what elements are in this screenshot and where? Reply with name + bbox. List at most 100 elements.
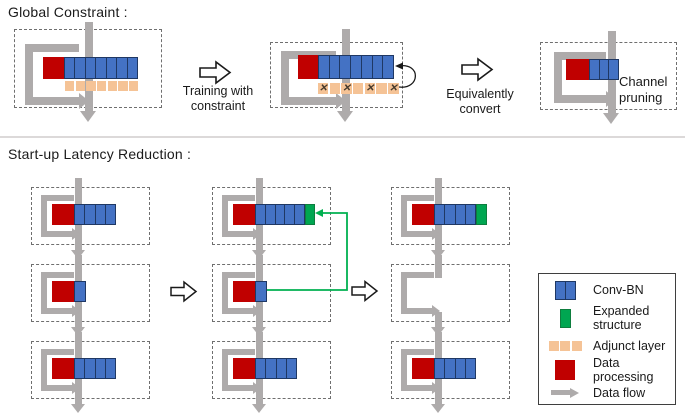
- skip-arrowhead: [432, 304, 440, 317]
- expanded-structure-block: [476, 204, 487, 225]
- latency-box-r1c3: [391, 178, 510, 259]
- gc-box-pruned: Channel pruning: [540, 31, 677, 124]
- gc-box-original: [14, 22, 162, 122]
- data-processing-block: [52, 358, 74, 379]
- hollow-arrow-convert: [461, 57, 494, 82]
- step-convert-label: Equivalently convert: [446, 87, 514, 116]
- legend-item-data-flow: Data flow: [545, 382, 675, 403]
- skip-connection: [222, 349, 255, 391]
- adjunct-layer-row: [65, 81, 139, 91]
- conv-bn-bar: [74, 358, 116, 379]
- data-processing-block: [43, 57, 64, 79]
- step-training-label: Training with constraint: [182, 84, 254, 113]
- conv-bn-bar: [434, 358, 476, 379]
- conv-bn-bar: [589, 59, 619, 80]
- conv-bn-bar: [255, 358, 297, 379]
- skip-arrowhead: [72, 227, 80, 240]
- skip-arrowhead: [72, 381, 80, 394]
- legend-label: Adjunct layer: [593, 338, 666, 353]
- conv-bn-bar: [255, 204, 305, 225]
- skip-connection: [41, 195, 74, 237]
- conv-bn-bar: [255, 281, 267, 302]
- global-constraint-title: Global Constraint :: [8, 4, 128, 20]
- skip-arrowhead: [72, 304, 80, 317]
- latency-box-r3c2: [212, 332, 331, 413]
- skip-arrowhead: [606, 91, 616, 107]
- expanded-structure-swatch: [545, 308, 585, 328]
- hollow-arrow-expand-step: [170, 280, 198, 303]
- skip-connection: [401, 195, 434, 237]
- skip-connection: [401, 272, 434, 314]
- x-mark: ✕: [319, 82, 328, 94]
- latency-box-r2c3-empty: [391, 255, 510, 336]
- data-flow-line-upper: [435, 255, 442, 278]
- latency-box-r1c2: [212, 178, 331, 259]
- skip-connection: [41, 272, 74, 314]
- data-flow-arrowhead: [431, 250, 445, 259]
- data-flow-line-lower: [435, 312, 442, 327]
- skip-arrowhead: [253, 227, 261, 240]
- data-flow-arrowhead: [71, 327, 85, 336]
- data-processing-block: [298, 55, 318, 79]
- data-flow-arrowhead: [252, 404, 266, 413]
- legend-item-expanded-structure: Expanded structure: [545, 302, 675, 334]
- skip-arrowhead: [432, 381, 440, 394]
- data-flow-arrowhead: [252, 327, 266, 336]
- data-flow-arrowhead: [71, 404, 85, 413]
- conv-bn-swatch: [545, 280, 585, 300]
- skip-arrowhead: [253, 381, 261, 394]
- legend-item-adjunct-layer: Adjunct layer: [545, 334, 675, 357]
- skip-connection: [554, 52, 606, 103]
- latency-box-r2c2: [212, 255, 331, 336]
- adjunct-layer-swatch: [545, 340, 585, 351]
- skip-connection: [25, 44, 79, 105]
- data-processing-block: [566, 59, 589, 80]
- data-flow-arrowhead: [80, 111, 96, 122]
- x-mark: ✕: [342, 82, 351, 94]
- expanded-structure-block: [305, 204, 315, 225]
- data-flow-arrowhead: [431, 327, 445, 336]
- conv-bn-bar: [318, 55, 394, 79]
- data-processing-block: [52, 281, 74, 302]
- x-mark: ✕: [389, 82, 398, 94]
- legend: Conv-BN Expanded structure Adjunct layer…: [538, 273, 676, 405]
- skip-connection: [222, 195, 255, 237]
- legend-label: Expanded structure: [593, 304, 650, 332]
- data-flow-arrowhead: [337, 111, 353, 122]
- data-flow-arrowhead: [431, 404, 445, 413]
- skip-arrowhead: [253, 304, 261, 317]
- latency-box-r3c1: [31, 332, 150, 413]
- channel-pruning-label: Channel pruning: [619, 74, 668, 105]
- skip-connection: [41, 349, 74, 391]
- data-flow-swatch: [545, 387, 585, 398]
- skip-arrowhead: [79, 93, 89, 109]
- skip-arrowhead: [336, 93, 346, 109]
- legend-item-data-processing: Data processing: [545, 355, 675, 384]
- latency-reduction-title: Start-up Latency Reduction :: [8, 146, 192, 162]
- gc-box-trained: ✕ ✕ ✕ ✕: [270, 29, 403, 122]
- latency-box-r1c1: [31, 178, 150, 259]
- conv-bn-bar: [74, 281, 86, 302]
- skip-arrowhead: [432, 227, 440, 240]
- conv-bn-bar: [434, 204, 476, 225]
- x-mark: ✕: [365, 82, 375, 94]
- legend-label: Data processing: [593, 355, 654, 384]
- legend-label: Data flow: [593, 385, 646, 400]
- data-processing-block: [412, 358, 434, 379]
- legend-label: Conv-BN: [593, 283, 644, 297]
- data-flow-arrowhead: [252, 250, 266, 259]
- latency-box-r2c1: [31, 255, 150, 336]
- data-processing-block: [412, 204, 434, 225]
- legend-item-conv-bn: Conv-BN: [545, 278, 675, 302]
- data-flow-arrowhead: [71, 250, 85, 259]
- data-processing-block: [233, 358, 255, 379]
- data-processing-block: [233, 281, 255, 302]
- skip-connection: [401, 349, 434, 391]
- hollow-arrow-training: [199, 60, 232, 85]
- hollow-arrow-merge-step: [351, 279, 379, 303]
- data-processing-block: [52, 204, 74, 225]
- section-divider: [0, 136, 685, 138]
- data-flow-arrowhead: [603, 113, 619, 124]
- conv-bn-bar: [64, 57, 138, 79]
